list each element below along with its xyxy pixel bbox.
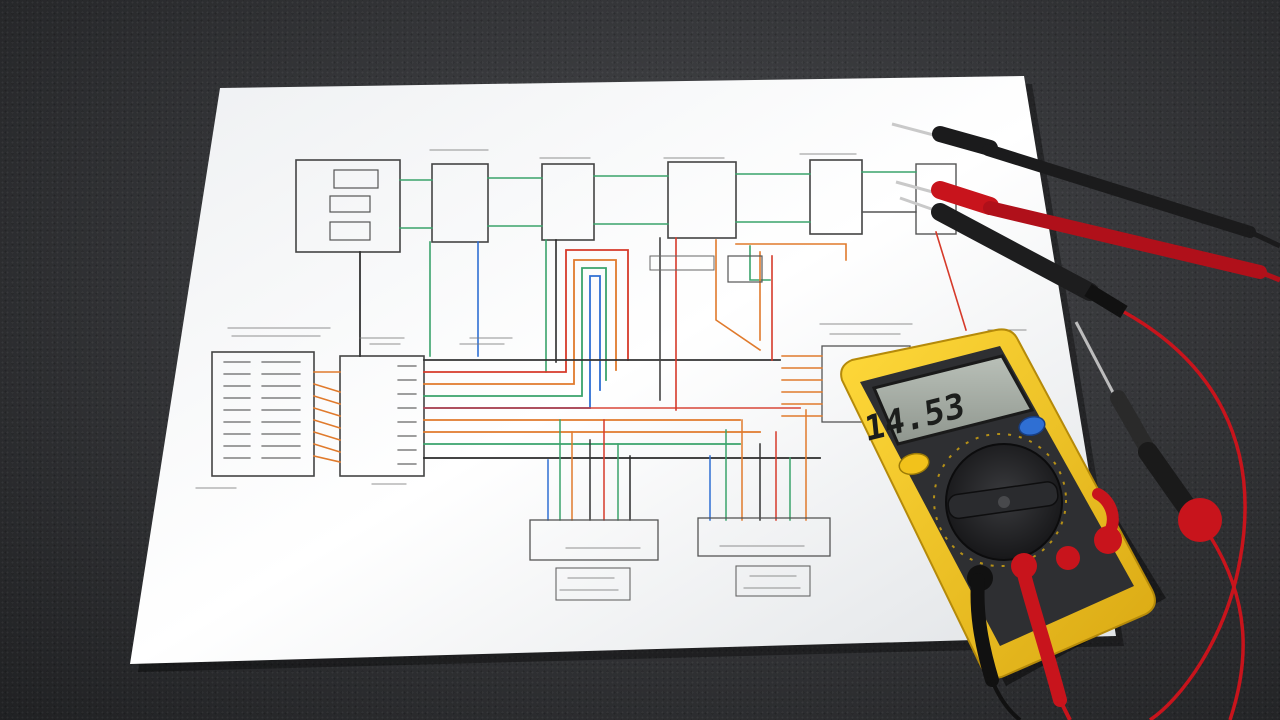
function-button-yellow (898, 452, 930, 476)
multimeter-icon: 14.53 (840, 328, 1166, 720)
component-box-4 (667, 161, 737, 239)
lcd-display (871, 354, 1035, 446)
schematic-diagram (195, 149, 1027, 601)
connector-bottom-left (529, 519, 659, 561)
rotary-dial-icon (933, 433, 1067, 567)
jack-a (1056, 546, 1080, 570)
connector-bottom-right (697, 517, 831, 557)
test-probe-icon (891, 122, 1280, 720)
function-button-blue (1018, 415, 1046, 437)
connector-block-left (211, 351, 315, 477)
component-box-5 (809, 159, 863, 235)
component-box-1 (295, 159, 401, 253)
component-box-2 (431, 163, 489, 243)
component-box-3 (541, 163, 595, 241)
schematic-paper (130, 76, 1116, 664)
